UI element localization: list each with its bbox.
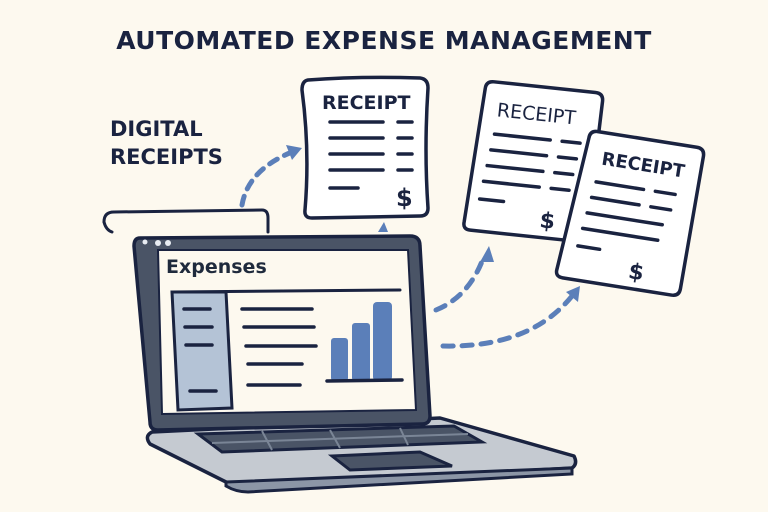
arrowhead-icon xyxy=(480,246,494,262)
arrow-to-receipt-2 xyxy=(433,253,487,313)
dollar-icon: $ xyxy=(538,208,556,234)
receipt-1-label: RECEIPT xyxy=(322,92,411,114)
side-label-line1: DIGITAL xyxy=(110,117,203,141)
app-sidebar xyxy=(170,290,234,412)
tray-outline xyxy=(102,208,270,234)
arrowhead-icon xyxy=(286,145,302,160)
trackpad xyxy=(327,450,453,472)
arrow-to-receipt-3 xyxy=(440,293,575,349)
mini-bar-chart xyxy=(331,302,392,381)
dollar-icon: $ xyxy=(396,184,413,212)
laptop-base xyxy=(145,416,578,494)
arrow-to-receipt-1 xyxy=(239,149,295,208)
receipt-2: RECEIPT $ xyxy=(462,79,605,244)
window-dot xyxy=(142,239,148,245)
dollar-icon: $ xyxy=(627,259,646,286)
window-dot xyxy=(165,240,171,246)
side-label-line2: RECEIPTS xyxy=(110,145,223,169)
digital-receipts-label: DIGITAL RECEIPTS xyxy=(110,115,230,171)
window-dot xyxy=(155,240,161,246)
page-title: AUTOMATED EXPENSE MANAGEMENT xyxy=(116,26,652,55)
screen-title: Expenses xyxy=(166,256,267,278)
arrowhead-icon xyxy=(566,286,580,302)
laptop-screen xyxy=(132,234,432,432)
receipt-1: RECEIPT $ xyxy=(300,75,430,220)
receipt-3: RECEIPT $ xyxy=(554,129,706,297)
